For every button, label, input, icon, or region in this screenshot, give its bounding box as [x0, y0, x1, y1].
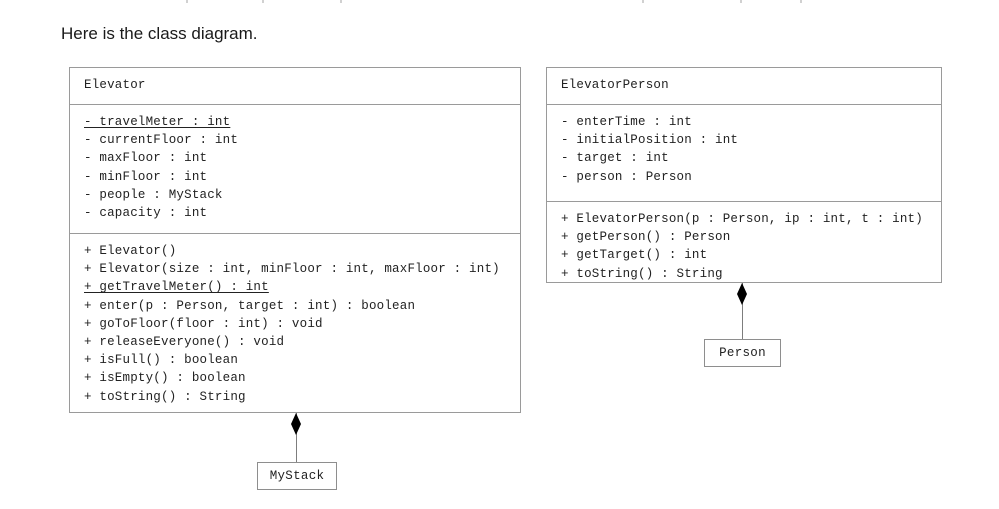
methods-compartment-elevatorperson: + ElevatorPerson(p : Person, ip : int, t… [547, 201, 941, 284]
class-name-label: Person [719, 346, 766, 360]
composition-diamond-icon [291, 413, 301, 435]
class-name-label: MyStack [269, 469, 325, 483]
class-name-label: Elevator [84, 78, 146, 92]
method-row: + getTravelMeter() : int [84, 280, 269, 295]
class-header-elevator: Elevator [70, 68, 520, 104]
method-row: + toString() : String [561, 266, 723, 281]
attribute-row: - maxFloor : int [84, 151, 208, 166]
method-row: + goToFloor(floor : int) : void [84, 316, 323, 331]
method-row: + releaseEveryone() : void [84, 335, 285, 350]
attribute-row: - target : int [561, 151, 669, 166]
attribute-row: - capacity : int [84, 206, 208, 221]
attribute-row: - initialPosition : int [561, 133, 739, 148]
method-row: + getPerson() : Person [561, 230, 731, 245]
connector-line [742, 283, 743, 339]
method-row: + Elevator(size : int, minFloor : int, m… [84, 262, 500, 277]
class-name-label: ElevatorPerson [561, 78, 669, 92]
connector-line [296, 413, 297, 462]
method-row: + ElevatorPerson(p : Person, ip : int, t… [561, 212, 923, 226]
class-header-elevatorperson: ElevatorPerson [547, 68, 941, 104]
method-row: + Elevator() [84, 244, 177, 258]
attribute-row: - currentFloor : int [84, 133, 239, 148]
method-row: + isFull() : boolean [84, 353, 239, 368]
composition-connector-elevatorperson-person [737, 283, 747, 339]
uml-class-elevator[interactable]: Elevator - travelMeter : int - currentFl… [69, 67, 521, 413]
uml-class-elevatorperson[interactable]: ElevatorPerson - enterTime : int - initi… [546, 67, 942, 283]
attribute-row: - person : Person [561, 169, 692, 184]
method-row: + isEmpty() : boolean [84, 371, 246, 386]
method-row: + getTarget() : int [561, 248, 708, 263]
attribute-row: - travelMeter : int [84, 115, 231, 129]
cropped-text-sliver [0, 0, 999, 5]
composition-diamond-icon [737, 283, 747, 305]
attributes-compartment-elevatorperson: - enterTime : int - initialPosition : in… [547, 104, 941, 201]
attribute-row: - minFloor : int [84, 169, 208, 184]
composition-connector-elevator-mystack [291, 413, 301, 462]
uml-class-person[interactable]: Person [704, 339, 781, 367]
page-heading: Here is the class diagram. [61, 24, 258, 43]
attribute-row: - people : MyStack [84, 187, 223, 202]
methods-compartment-elevator: + Elevator() + Elevator(size : int, minF… [70, 233, 520, 414]
method-row: + toString() : String [84, 389, 246, 404]
attributes-compartment-elevator: - travelMeter : int - currentFloor : int… [70, 104, 520, 233]
attribute-row: - enterTime : int [561, 115, 692, 129]
method-row: + enter(p : Person, target : int) : bool… [84, 298, 416, 313]
uml-class-mystack[interactable]: MyStack [257, 462, 337, 490]
